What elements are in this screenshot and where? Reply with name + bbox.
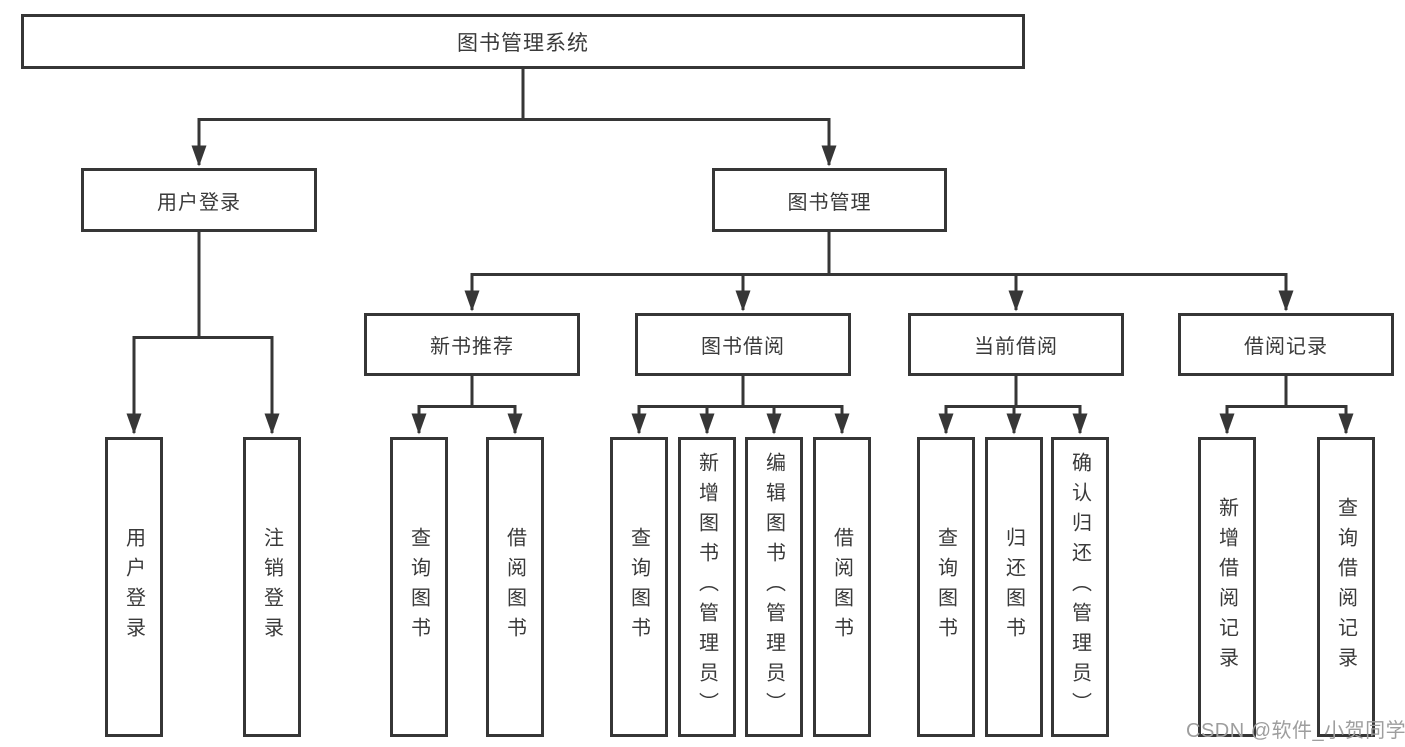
node-borrow-record-label: 借阅记录 <box>1244 336 1328 358</box>
connector-level2 <box>191 118 837 167</box>
node-leaf-user-login-label: 用户登录 <box>122 527 145 647</box>
node-leaf-query-book-borrow-label: 查询图书 <box>627 527 650 647</box>
node-user-login: 用户登录 <box>81 168 317 232</box>
node-current-borrow: 当前借阅 <box>908 313 1124 376</box>
node-leaf-logout-label: 注销登录 <box>260 527 283 647</box>
node-system-root-label: 图书管理系统 <box>457 31 589 55</box>
connector-record-children <box>1219 405 1354 435</box>
connector-borrow-children <box>631 405 850 435</box>
node-leaf-add-borrow-record-label: 新增借阅记录 <box>1215 497 1238 677</box>
node-leaf-edit-book-admin-label: 编辑图书（管理员） <box>762 452 785 722</box>
connector-level3 <box>464 273 1294 312</box>
node-leaf-logout: 注销登录 <box>243 437 301 737</box>
node-system-root: 图书管理系统 <box>21 14 1025 69</box>
csdn-watermark: CSDN @软件_小贺同学 <box>1186 720 1405 742</box>
node-user-login-label: 用户登录 <box>157 191 241 214</box>
connector-recommend-children <box>411 405 523 435</box>
node-leaf-query-book-borrow: 查询图书 <box>610 437 668 737</box>
node-leaf-confirm-return-admin: 确认归还（管理员） <box>1051 437 1109 737</box>
node-current-borrow-label: 当前借阅 <box>974 336 1058 358</box>
node-leaf-borrow-book: 借阅图书 <box>813 437 871 737</box>
node-leaf-confirm-return-admin-label: 确认归还（管理员） <box>1068 452 1091 722</box>
node-leaf-return-book-label: 归还图书 <box>1002 527 1025 647</box>
node-leaf-borrow-book-recommend-label: 借阅图书 <box>503 527 526 647</box>
connector-login-children <box>126 336 280 435</box>
node-leaf-query-book-recommend-label: 查询图书 <box>407 527 430 647</box>
node-borrow-record: 借阅记录 <box>1178 313 1394 376</box>
node-leaf-user-login: 用户登录 <box>105 437 163 737</box>
node-book-borrow-label: 图书借阅 <box>701 336 785 358</box>
node-new-book-recommend-label: 新书推荐 <box>430 336 514 358</box>
node-new-book-recommend: 新书推荐 <box>364 313 580 376</box>
node-leaf-edit-book-admin: 编辑图书（管理员） <box>745 437 803 737</box>
node-leaf-query-borrow-record-label: 查询借阅记录 <box>1334 497 1357 677</box>
node-leaf-query-book-recommend: 查询图书 <box>390 437 448 737</box>
node-leaf-borrow-book-recommend: 借阅图书 <box>486 437 544 737</box>
node-book-management: 图书管理 <box>712 168 947 232</box>
node-leaf-add-book-admin-label: 新增图书（管理员） <box>695 452 718 722</box>
node-leaf-query-book-current-label: 查询图书 <box>934 527 957 647</box>
node-leaf-return-book: 归还图书 <box>985 437 1043 737</box>
node-leaf-borrow-book-label: 借阅图书 <box>830 527 853 647</box>
node-leaf-query-book-current: 查询图书 <box>917 437 975 737</box>
node-leaf-add-book-admin: 新增图书（管理员） <box>678 437 736 737</box>
node-leaf-add-borrow-record: 新增借阅记录 <box>1198 437 1256 737</box>
node-book-borrow: 图书借阅 <box>635 313 851 376</box>
node-leaf-query-borrow-record: 查询借阅记录 <box>1317 437 1375 737</box>
node-book-management-label: 图书管理 <box>787 191 872 214</box>
